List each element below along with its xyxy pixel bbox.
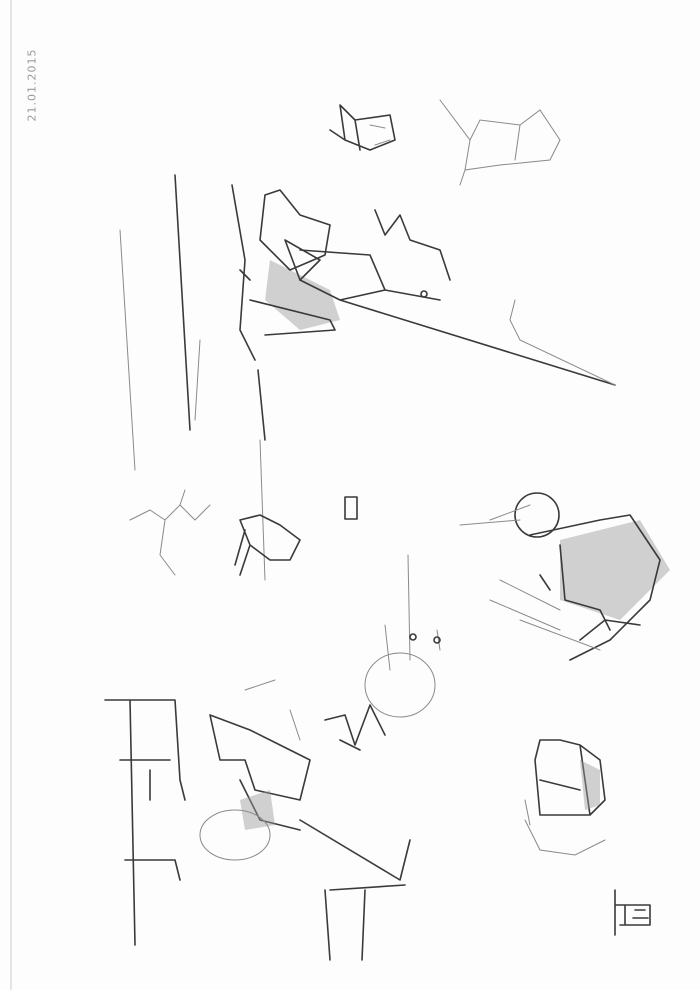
small-building-sketch-2 <box>439 99 561 186</box>
monogram-plan-mark <box>614 889 651 936</box>
small-sketch-bottom-right <box>524 739 606 856</box>
page-edge <box>10 0 12 990</box>
floor-plan-sketch-bottom <box>104 554 441 961</box>
small-building-sketch-1 <box>329 104 396 151</box>
middle-left-sketch <box>129 489 358 576</box>
perspective-sketch-right <box>459 492 670 661</box>
building-plan-sketch-top <box>239 189 616 386</box>
site-lines <box>119 174 266 581</box>
